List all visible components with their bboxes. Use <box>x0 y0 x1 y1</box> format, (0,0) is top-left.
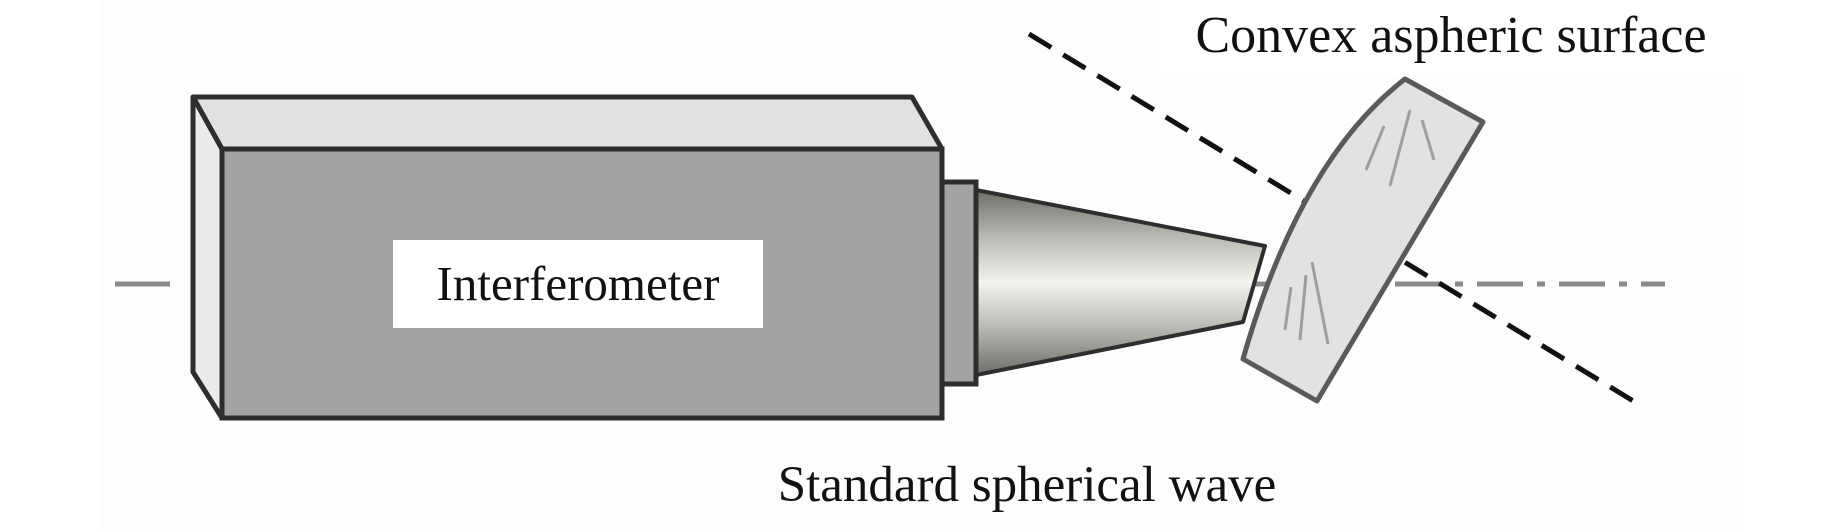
lens-glint <box>1420 119 1436 161</box>
lens-glint <box>1388 109 1412 187</box>
asphere-label: Convex aspheric surface <box>1195 7 1706 64</box>
lens-glint <box>1364 125 1386 171</box>
lens-glint <box>1310 261 1330 345</box>
aspheric-lens-icon <box>1240 76 1486 404</box>
interferometer-top-face <box>190 94 945 152</box>
asphere-label-box <box>1158 0 1743 74</box>
wave-label: Standard spherical wave <box>778 457 1276 513</box>
cone-flange <box>939 179 979 387</box>
interferometer-label: Interferometer <box>437 256 720 311</box>
interferometer-box-icon: Interferometer <box>190 94 945 421</box>
lens-glint <box>1283 286 1293 331</box>
lens-glint <box>1298 274 1308 341</box>
interferometer-label-box <box>393 240 763 328</box>
interferometer-side-face <box>190 94 225 421</box>
transmission-sphere-cone-icon <box>939 179 1267 387</box>
